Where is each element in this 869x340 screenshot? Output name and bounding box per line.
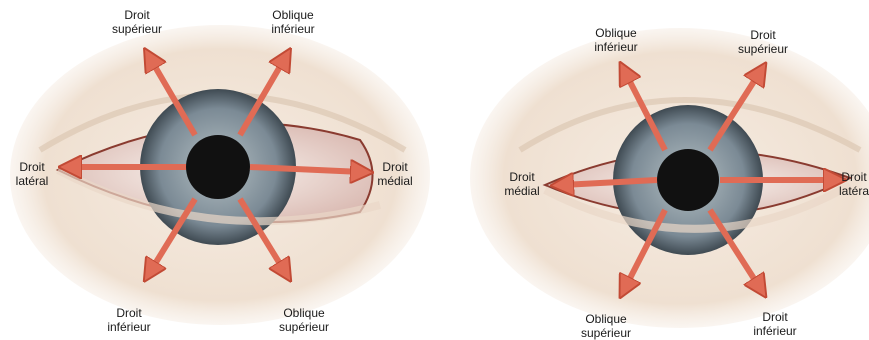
label-right-droit-medial: Droit médial bbox=[504, 170, 539, 198]
label-right-droit-inferieur: Droit inférieur bbox=[753, 310, 796, 338]
left-eye-pupil bbox=[186, 135, 250, 199]
label-right-oblique-superieur: Oblique supérieur bbox=[581, 312, 631, 340]
left-eye bbox=[10, 25, 430, 325]
label-left-droit-superieur: Droit supérieur bbox=[112, 8, 162, 36]
label-left-droit-inferieur: Droit inférieur bbox=[107, 306, 150, 334]
label-right-oblique-inferieur: Oblique inférieur bbox=[594, 26, 637, 54]
label-left-droit-lateral: Droit latéral bbox=[16, 160, 49, 188]
label-left-oblique-inferieur: Oblique inférieur bbox=[271, 8, 314, 36]
label-right-droit-lateral: Droit latéra bbox=[839, 170, 869, 198]
label-right-droit-superieur: Droit supérieur bbox=[738, 28, 788, 56]
right-eye-pupil bbox=[657, 149, 719, 211]
label-left-oblique-superieur: Oblique supérieur bbox=[279, 306, 329, 334]
label-left-droit-medial: Droit médial bbox=[377, 160, 412, 188]
